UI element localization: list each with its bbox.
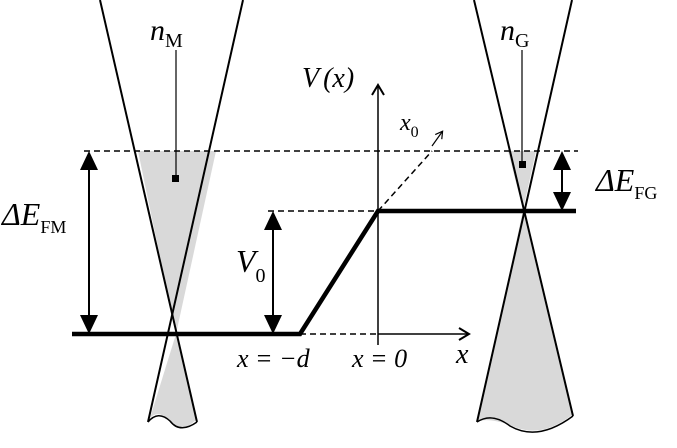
- n-m-marker: [172, 175, 179, 182]
- delta-fm-label: ΔEFM: [0, 196, 66, 237]
- metal-fermi-fill: [138, 151, 216, 334]
- delta-fg-arrow: [553, 151, 571, 211]
- v-axis-label: V(x): [302, 63, 354, 94]
- n-g-marker: [519, 161, 526, 168]
- x0-pointer-arrow: [431, 130, 444, 147]
- metal-cone-left-edge: [99, 0, 198, 423]
- graphene-cone-left-edge: [473, 0, 574, 417]
- delta-fg-label: ΔEFG: [594, 162, 657, 203]
- metal-lower-cone-fill: [150, 334, 196, 429]
- n-m-label: nM: [150, 14, 183, 52]
- x-zero-label: x = 0: [351, 344, 407, 373]
- v0-label: V0: [236, 243, 266, 287]
- graphene-lower-cone-fill: [478, 210, 572, 431]
- potential-profile: [72, 208, 576, 337]
- v0-arrow: [264, 211, 282, 334]
- x0-extension-dashed: [377, 150, 433, 212]
- metal-cone-bottom: [147, 415, 198, 429]
- metal-cone-right-edge: [147, 0, 244, 423]
- delta-fm-arrow: [80, 151, 98, 334]
- n-g-label: nG: [500, 14, 529, 52]
- x0-label: x0: [399, 110, 419, 141]
- graphene-cone-bottom: [476, 415, 574, 433]
- x-minus-d-label: x = −d: [236, 344, 311, 373]
- x-axis-label: x: [455, 339, 469, 370]
- graphene-fermi-fill: [508, 151, 536, 210]
